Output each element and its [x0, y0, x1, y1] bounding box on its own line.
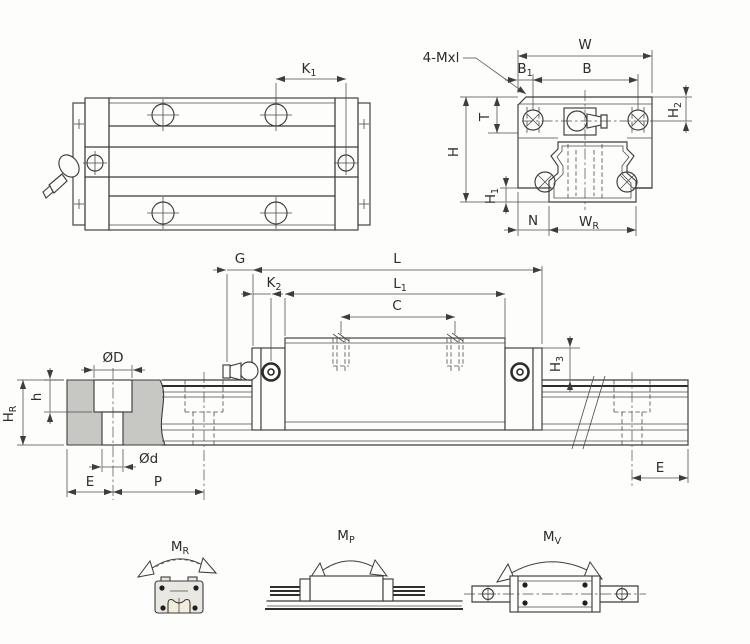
dim-e-right: E: [632, 449, 689, 483]
dim-dia-d-small: Ød: [89, 449, 158, 472]
dim-label-t: T: [477, 112, 493, 122]
top-view: K1: [42, 61, 371, 231]
end-cap-hole: [82, 150, 108, 176]
dim-h2: H2: [650, 85, 692, 133]
top-view-left-end-cap: [84, 97, 110, 231]
dim-hr: HR: [1, 379, 64, 446]
dim-label-g: G: [235, 251, 245, 267]
arrowhead: [198, 556, 218, 574]
screw-hole-icon: [627, 109, 649, 131]
side-view: G L K2 L1 C H3: [1, 251, 689, 500]
callout-4mxl: 4-Mxl: [423, 50, 527, 95]
grease-nipple-icon: [42, 154, 80, 199]
dim-label-p: P: [154, 474, 162, 490]
grease-nipple-icon: [563, 107, 608, 136]
dim-label-b1: B1: [517, 61, 532, 79]
dim-label-l: L: [393, 251, 401, 267]
screw-hole-icon: [616, 171, 638, 193]
dim-label-k2: K2: [267, 275, 282, 293]
end-view: W B1 B T H H1: [423, 37, 692, 236]
dim-label-h1: H1: [483, 188, 501, 204]
dim-label-l1: L1: [393, 276, 407, 294]
thread-hole: [332, 332, 350, 372]
dim-label-hr: HR: [1, 405, 19, 422]
dim-label-depth-h: h: [29, 393, 45, 402]
dim-k2-l1: K2 L1: [241, 275, 506, 361]
moment-label-mr: MR: [171, 539, 190, 557]
dim-k1: K1: [275, 61, 347, 152]
dim-label-dia-d-small: Ød: [139, 451, 158, 467]
carriage-block: [222, 332, 543, 431]
mounting-hole: [259, 196, 293, 230]
screw-hole-icon: [522, 109, 544, 131]
dim-g-l: G L: [213, 251, 543, 362]
dim-e-p: E P: [66, 449, 204, 497]
dim-n-wr: N WR: [504, 192, 637, 236]
mounting-hole: [146, 196, 180, 230]
dim-h3: H3: [542, 336, 580, 392]
rail-hidden-hole-right: [613, 372, 651, 486]
dim-label-h2: H2: [666, 102, 684, 118]
dim-label-k1: K1: [302, 61, 317, 79]
top-view-block-body: [108, 97, 336, 231]
rail-hidden-hole-left: [184, 372, 224, 500]
top-view-right-seal-plate: [357, 102, 371, 226]
moment-mv: MV: [464, 529, 646, 613]
dim-label-w: W: [578, 37, 591, 53]
end-cap-hole: [333, 150, 359, 176]
center-mark: [73, 198, 85, 210]
block-end-icon: [154, 576, 204, 614]
dim-h1: H1: [483, 176, 518, 214]
dim-label-n: N: [528, 213, 538, 229]
center-mark: [73, 118, 85, 130]
dim-label-wr: WR: [579, 214, 599, 232]
dim-dia-d-big: ØD: [81, 350, 145, 378]
moment-label-mv: MV: [543, 529, 562, 547]
dim-label-dia-d-big: ØD: [102, 350, 123, 366]
rail-profile: [548, 141, 637, 203]
dim-label-h3: H3: [548, 356, 566, 372]
bolt-hole: [101, 411, 124, 446]
center-mark: [358, 118, 370, 130]
moment-label-mp: MP: [337, 528, 355, 546]
moment-diagrams: MR MP: [136, 528, 646, 614]
dim-label-e-left: E: [86, 474, 95, 490]
moment-mr: MR: [136, 539, 218, 614]
arrowhead: [369, 558, 389, 577]
arrowhead: [136, 559, 155, 578]
dim-w: W: [517, 37, 653, 93]
dim-h: H: [446, 97, 549, 203]
dim-b1-b: B1 B: [505, 61, 639, 110]
dim-t: T: [460, 96, 518, 134]
dim-label-h: H: [446, 147, 462, 157]
dim-label-c: C: [392, 298, 401, 314]
thread-hole: [446, 332, 464, 372]
moment-mp: MP: [265, 528, 463, 611]
grease-nipple-icon: [239, 361, 259, 381]
dim-label-e-right: E: [656, 460, 665, 476]
center-mark: [358, 198, 370, 210]
dim-label-b: B: [582, 61, 591, 77]
screw-hole-icon: [534, 171, 556, 193]
block-side-icon: [265, 575, 463, 611]
block-top-icon: [464, 575, 646, 613]
callout-label-4mxl: 4-Mxl: [423, 50, 460, 66]
dim-c: C: [340, 298, 456, 334]
